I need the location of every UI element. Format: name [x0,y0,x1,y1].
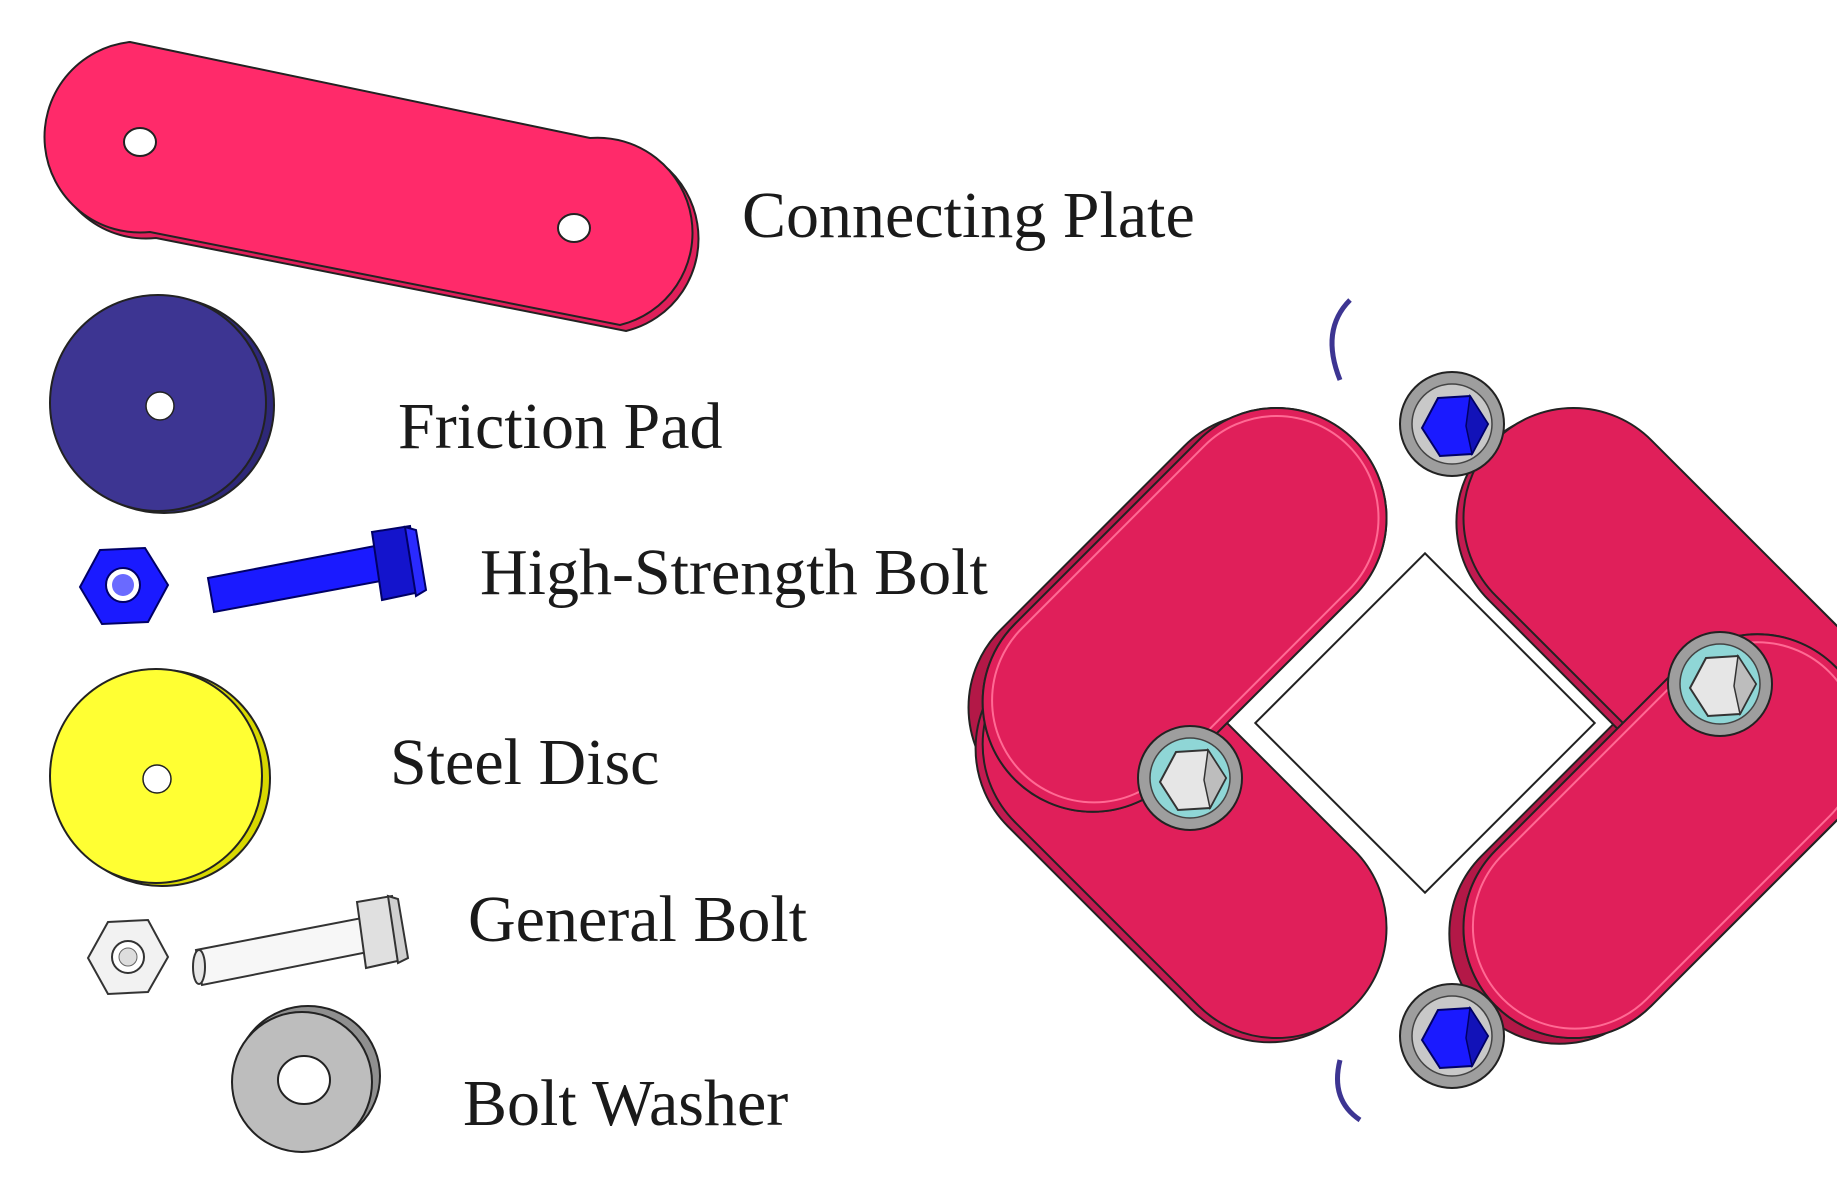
connecting-plate-icon [43,40,700,333]
steel-disc-icon [49,668,271,887]
assembly-bolt-left [1137,725,1243,831]
steel-disc-label: Steel Disc [390,726,660,799]
general-bolt-label: General Bolt [468,883,808,956]
bolt-washer-icon [231,1005,381,1153]
high-strength-bolt-icon [78,524,428,626]
assembled-damper-icon [967,298,1837,1123]
connecting-plate-label: Connecting Plate [742,179,1195,252]
high-strength-bolt-label: High-Strength Bolt [480,536,988,609]
assembly-bolt-bottom [1399,983,1505,1089]
friction-pad-label: Friction Pad [398,390,723,463]
general-bolt-icon [86,894,410,996]
assembly-bolt-top [1399,371,1505,477]
friction-pad-icon [49,294,275,514]
bolt-washer-label: Bolt Washer [463,1067,789,1140]
assembly-bolt-right [1667,631,1773,737]
